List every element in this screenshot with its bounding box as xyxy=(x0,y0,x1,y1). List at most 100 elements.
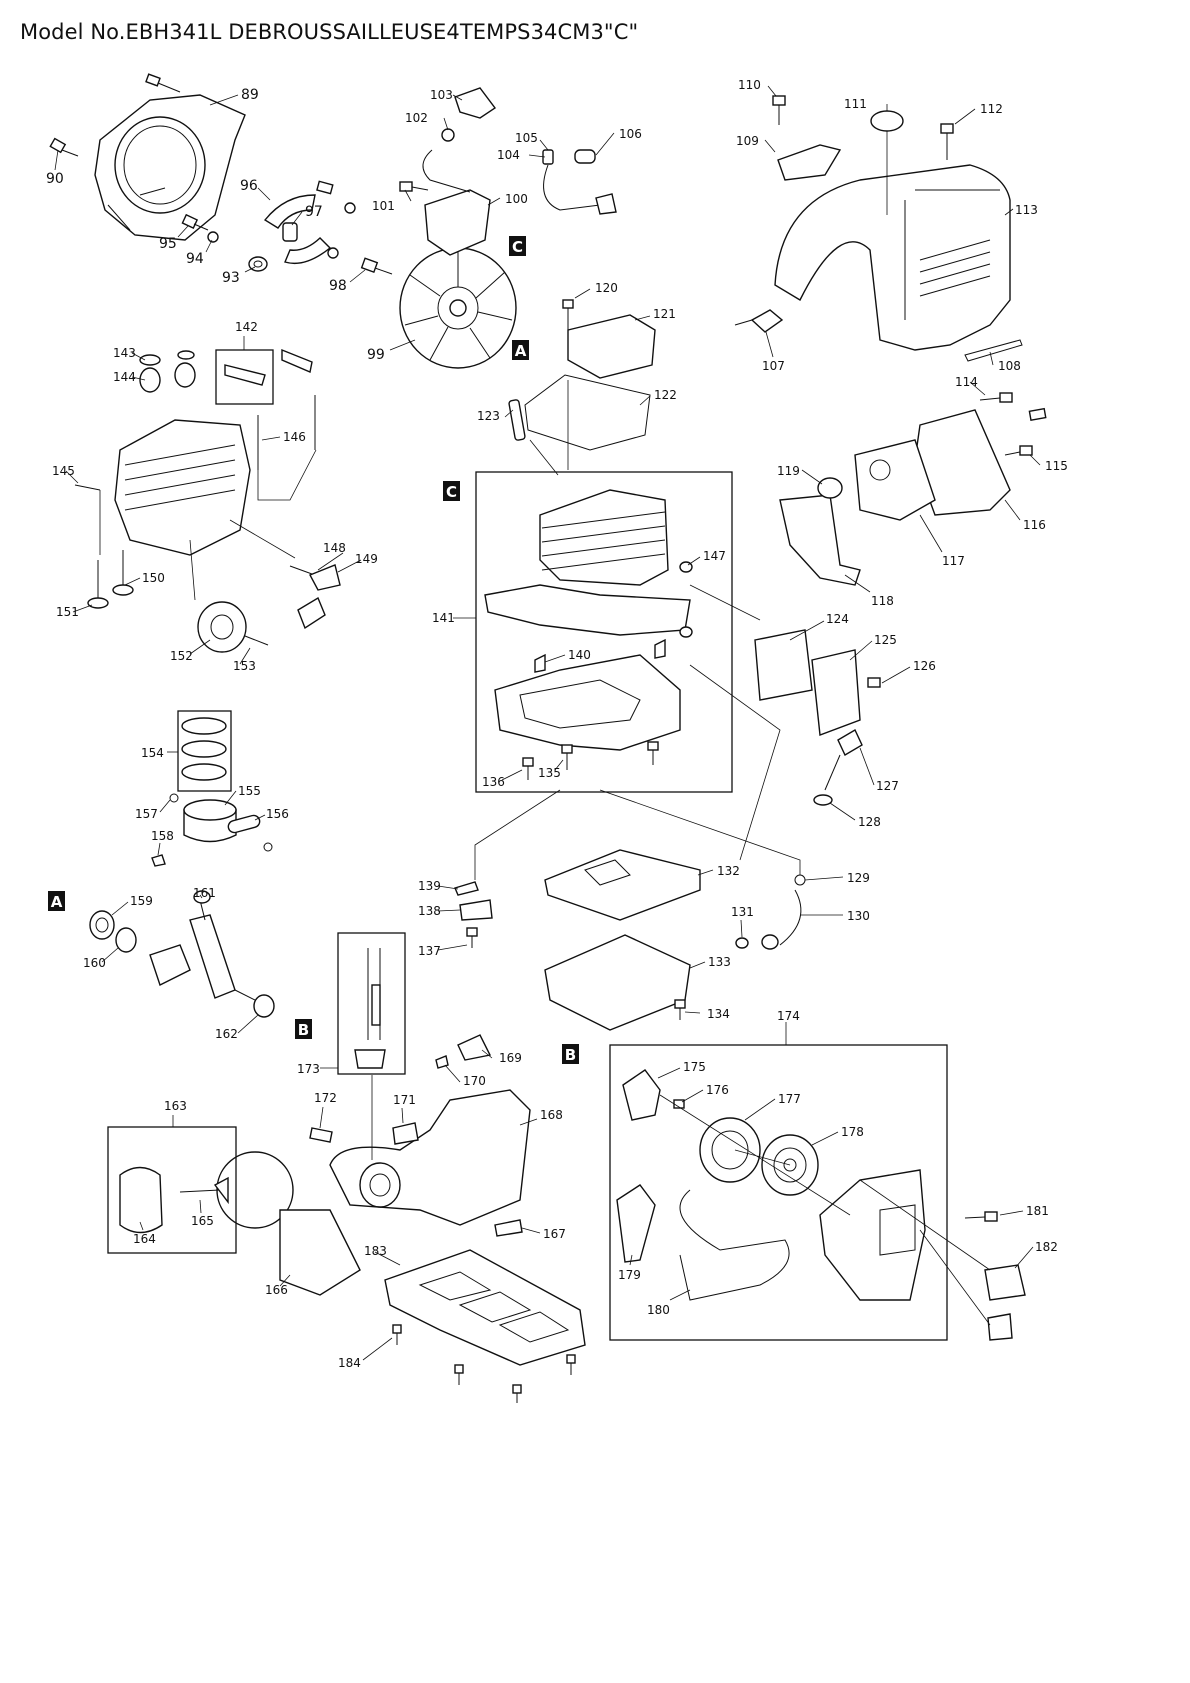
callout-161: 161 xyxy=(193,886,216,900)
callout-177: 177 xyxy=(778,1092,801,1106)
callout-143: 143 xyxy=(113,346,136,360)
callout-106: 106 xyxy=(619,127,642,141)
box-142 xyxy=(215,349,274,405)
screw-drawings xyxy=(49,73,429,275)
box-163-filter xyxy=(107,1126,237,1254)
callout-103: 103 xyxy=(430,88,453,102)
fan-housing-drawing xyxy=(94,94,246,241)
callout-148: 148 xyxy=(323,541,346,555)
muffler-drawing xyxy=(754,392,1047,806)
callout-114: 114 xyxy=(955,375,978,389)
callout-165: 165 xyxy=(191,1214,214,1228)
svg-text:A: A xyxy=(51,893,63,911)
callout-164: 164 xyxy=(133,1232,156,1246)
callout-109: 109 xyxy=(736,134,759,148)
callout-129: 129 xyxy=(847,871,870,885)
engine-block-drawing xyxy=(484,299,693,780)
callout-179: 179 xyxy=(618,1268,641,1282)
callout-140: 140 xyxy=(568,648,591,662)
part-drawings xyxy=(49,73,1047,1403)
callout-176: 176 xyxy=(706,1083,729,1097)
callout-173: 173 xyxy=(297,1062,320,1076)
part-number-labels: 89 90 93 94 95 96 97 98 99 100 101 102 1… xyxy=(46,78,1068,1370)
callout-182: 182 xyxy=(1035,1240,1058,1254)
svg-text:B: B xyxy=(298,1021,309,1039)
starter-drawing xyxy=(616,1069,1026,1341)
callout-97: 97 xyxy=(305,204,323,220)
box-173-fuel-pickup xyxy=(337,932,406,1075)
callout-150: 150 xyxy=(142,571,165,585)
callout-149: 149 xyxy=(355,552,378,566)
callout-93: 93 xyxy=(222,270,240,286)
callout-127: 127 xyxy=(876,779,899,793)
callout-122: 122 xyxy=(654,388,677,402)
callout-99: 99 xyxy=(367,347,385,363)
callout-183: 183 xyxy=(364,1244,387,1258)
callout-121: 121 xyxy=(653,307,676,321)
marker-b-starter: B xyxy=(562,1044,579,1064)
marker-a-crankshaft: A xyxy=(48,891,65,911)
callout-136: 136 xyxy=(482,775,505,789)
callout-166: 166 xyxy=(265,1283,288,1297)
callout-157: 157 xyxy=(135,807,158,821)
callout-133: 133 xyxy=(708,955,731,969)
fuel-tank-drawing xyxy=(119,948,531,1296)
callout-124: 124 xyxy=(826,612,849,626)
callout-142: 142 xyxy=(235,320,258,334)
callout-138: 138 xyxy=(418,904,441,918)
callout-100: 100 xyxy=(505,192,528,206)
group-boxes xyxy=(107,349,948,1341)
callout-154: 154 xyxy=(141,746,164,760)
callout-123: 123 xyxy=(477,409,500,423)
callout-169: 169 xyxy=(499,1051,522,1065)
callout-101: 101 xyxy=(372,199,395,213)
callout-117: 117 xyxy=(942,554,965,568)
callout-174: 174 xyxy=(777,1009,800,1023)
callout-144: 144 xyxy=(113,370,136,384)
callout-162: 162 xyxy=(215,1027,238,1041)
callout-108: 108 xyxy=(998,359,1021,373)
callout-156: 156 xyxy=(266,807,289,821)
callout-134: 134 xyxy=(707,1007,730,1021)
leader-lines xyxy=(54,85,1041,1361)
clutch-drawings xyxy=(207,180,356,272)
callout-96: 96 xyxy=(240,178,258,194)
engine-cover-drawing xyxy=(734,95,1023,362)
callout-171: 171 xyxy=(393,1093,416,1107)
callout-131: 131 xyxy=(731,905,754,919)
svg-text:A: A xyxy=(515,342,527,360)
callout-115: 115 xyxy=(1045,459,1068,473)
oil-pan-drawing xyxy=(454,849,806,1031)
callout-128: 128 xyxy=(858,815,881,829)
callout-159: 159 xyxy=(130,894,153,908)
callout-120: 120 xyxy=(595,281,618,295)
callout-167: 167 xyxy=(543,1227,566,1241)
callout-145: 145 xyxy=(52,464,75,478)
section-markers: C A C A B B xyxy=(48,236,579,1064)
callout-152: 152 xyxy=(170,649,193,663)
callout-112: 112 xyxy=(980,102,1003,116)
base-plate-drawing xyxy=(384,1249,586,1403)
diagram-title: Model No.EBH341L DEBROUSSAILLEUSE4TEMPS3… xyxy=(20,20,639,44)
callout-113: 113 xyxy=(1015,203,1038,217)
marker-c-coil: C xyxy=(509,236,526,256)
cylinder-head-drawing xyxy=(74,348,341,653)
callout-111: 111 xyxy=(844,97,867,111)
callout-146: 146 xyxy=(283,430,306,444)
marker-b-crankshaft: B xyxy=(295,1019,312,1039)
callout-90: 90 xyxy=(46,171,64,187)
callout-132: 132 xyxy=(717,864,740,878)
crankshaft-drawing xyxy=(89,890,275,1018)
svg-text:C: C xyxy=(512,238,523,256)
callout-102: 102 xyxy=(405,111,428,125)
callout-141: 141 xyxy=(432,611,455,625)
callout-104: 104 xyxy=(497,148,520,162)
callout-126: 126 xyxy=(913,659,936,673)
callout-137: 137 xyxy=(418,944,441,958)
callout-110: 110 xyxy=(738,78,761,92)
callout-178: 178 xyxy=(841,1125,864,1139)
callout-170: 170 xyxy=(463,1074,486,1088)
callout-125: 125 xyxy=(874,633,897,647)
callout-163: 163 xyxy=(164,1099,187,1113)
callout-94: 94 xyxy=(186,251,204,267)
